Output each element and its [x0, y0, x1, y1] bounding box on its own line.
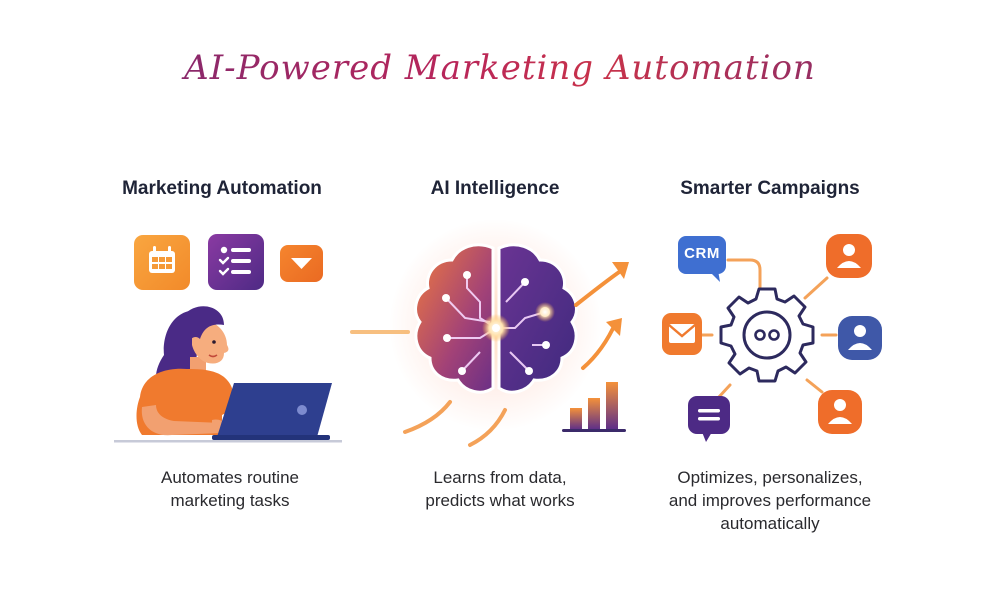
- person-at-laptop-illustration: [114, 306, 342, 443]
- heading-marketing-automation: Marketing Automation: [122, 178, 322, 199]
- gear-bot-icon: [719, 287, 815, 383]
- envelope-icon: [662, 313, 702, 355]
- caption-smarter-campaigns: Optimizes, personalizes, and improves pe…: [668, 468, 872, 533]
- envelope-icon: [280, 245, 323, 282]
- crm-bubble-icon: [678, 236, 726, 282]
- caption-marketing-automation: Automates routine marketing tasks: [161, 468, 299, 510]
- user-avatar-icon: [826, 234, 872, 278]
- user-avatar-icon: [818, 390, 862, 434]
- caption-ai-intelligence: Learns from data, predicts what works: [425, 468, 575, 510]
- bar-chart-icon: [562, 382, 626, 432]
- checklist-icon: [208, 234, 264, 290]
- chat-bubble-icon: [688, 396, 730, 442]
- crm-label: CRM: [684, 245, 720, 262]
- heading-smarter-campaigns: Smarter Campaigns: [680, 178, 860, 199]
- user-avatar-icon: [838, 316, 882, 360]
- page-title: AI-Powered Marketing Automation: [0, 48, 1000, 88]
- calendar-icon: [134, 235, 190, 290]
- campaign-network-diagram: [662, 234, 882, 442]
- heading-ai-intelligence: AI Intelligence: [430, 178, 560, 199]
- circuit-brain-icon: [350, 243, 629, 447]
